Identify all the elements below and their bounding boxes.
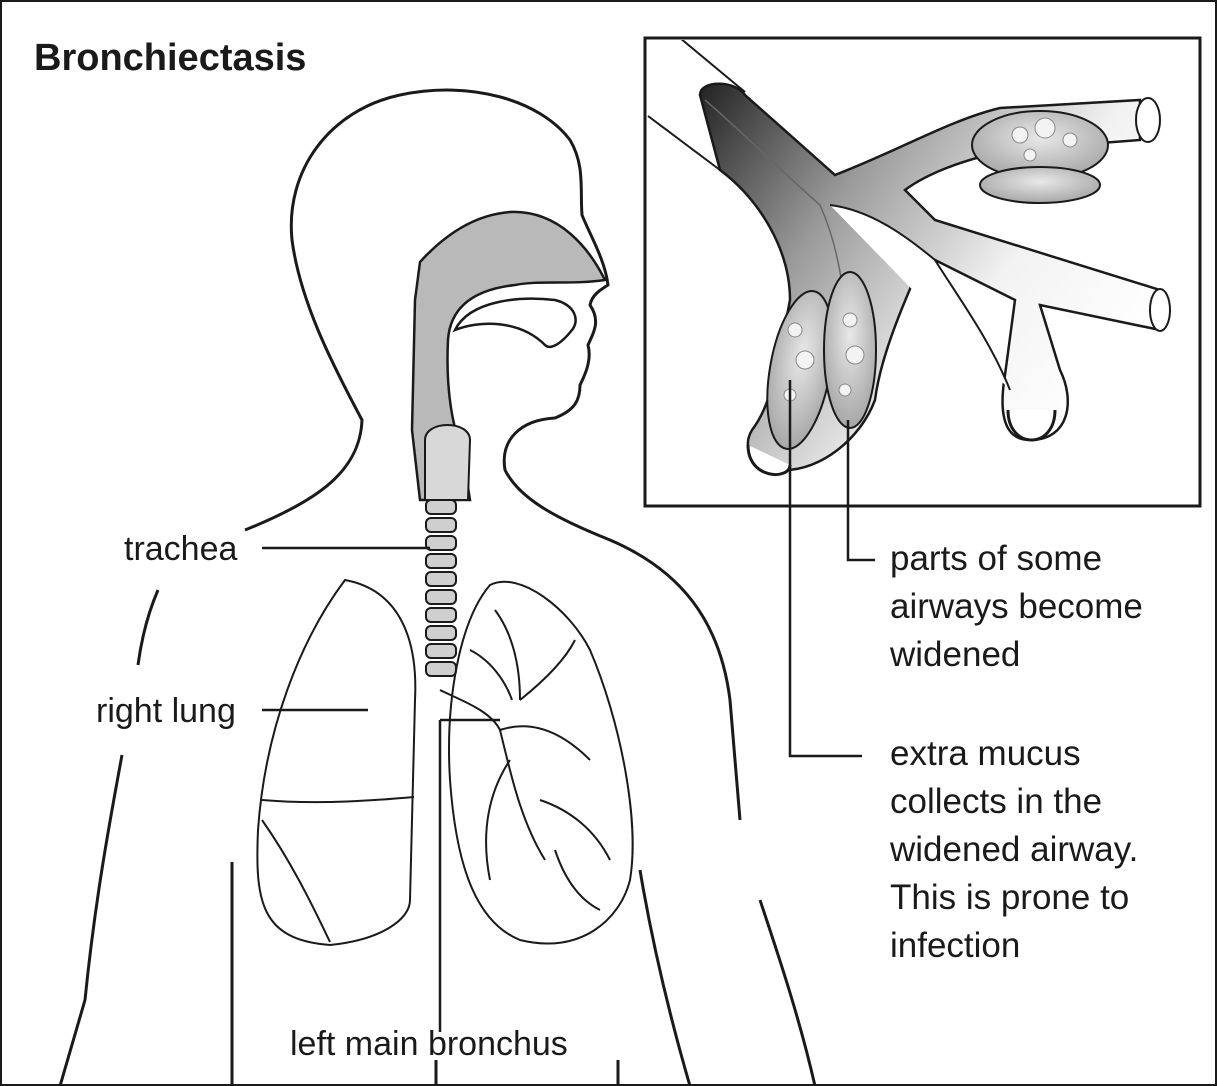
mucus-note-line: collects in the xyxy=(890,782,1102,821)
widened-note-line: widened xyxy=(889,635,1020,674)
left-lung xyxy=(440,582,633,944)
trachea-label: trachea xyxy=(124,530,237,568)
mucus-note-line: widened airway. xyxy=(889,830,1138,869)
left-main-bronchus-label: left main bronchus xyxy=(290,1025,568,1063)
widened-note-line: airways become xyxy=(890,587,1143,626)
widened-note-line: parts of some xyxy=(890,539,1102,578)
mucus-note-line: infection xyxy=(890,926,1020,965)
inset-panel xyxy=(645,38,1200,506)
mucus-note-line: This is prone to xyxy=(890,878,1129,917)
diagram-title: Bronchiectasis xyxy=(34,37,306,79)
mucus-note-line: extra mucus xyxy=(890,734,1081,773)
right-lung-label: right lung xyxy=(96,692,236,730)
right-lung xyxy=(257,580,415,945)
widened-note: parts of some airways become widened xyxy=(889,539,1143,674)
mucus-note: extra mucus collects in the widened airw… xyxy=(889,734,1138,965)
